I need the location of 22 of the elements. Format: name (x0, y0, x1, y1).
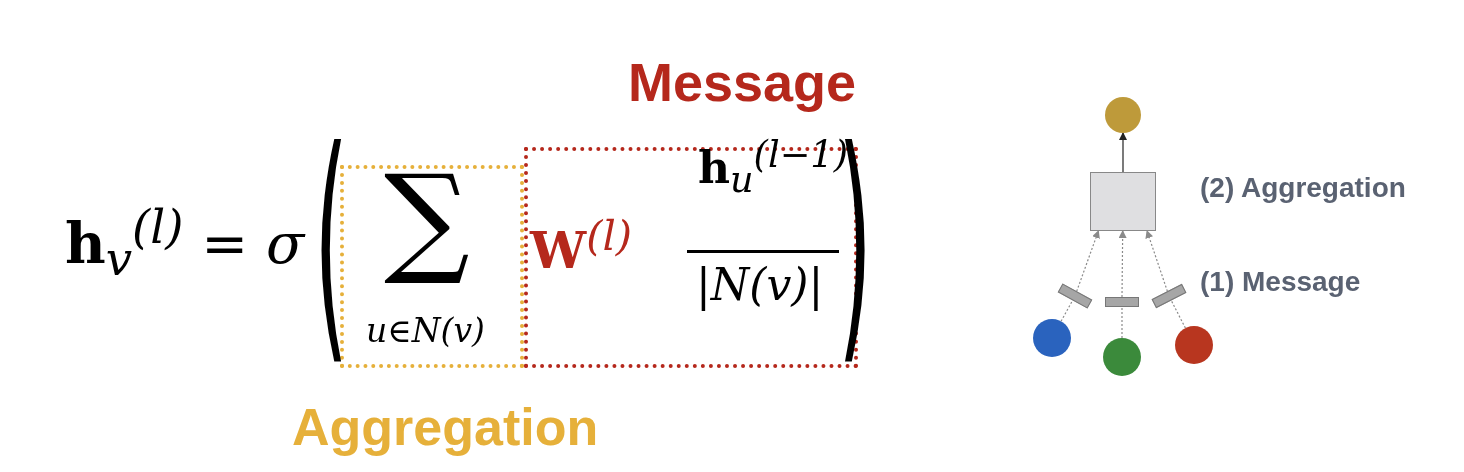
step-label: (1) Message (1200, 266, 1361, 298)
denominator-term: |N(v)| (696, 259, 824, 310)
weight-term: W$^{(l)}$ (530, 211, 632, 280)
connector-line (1170, 299, 1186, 329)
arrow (1076, 230, 1100, 292)
circle-node (1105, 97, 1141, 133)
aggregation-label: Aggregation (292, 397, 599, 457)
formula-lhs: h$_{v}$$^{(l)}$ = σ (65, 200, 305, 286)
left-parenthesis: ( (314, 118, 349, 368)
connector-line (1121, 306, 1123, 339)
circle-node (1033, 319, 1071, 357)
arrow (1145, 230, 1168, 292)
message-label: Message (628, 51, 857, 113)
square-node (1090, 172, 1156, 231)
arrow (1119, 132, 1127, 173)
message-bar (1105, 297, 1139, 307)
arrow (1118, 230, 1127, 298)
circle-node (1175, 326, 1213, 364)
connector-line (1060, 299, 1074, 322)
circle-node (1103, 338, 1141, 376)
step-label: (2) Aggregation (1200, 172, 1406, 204)
sum-subscript: u∈N(v) (366, 311, 485, 350)
